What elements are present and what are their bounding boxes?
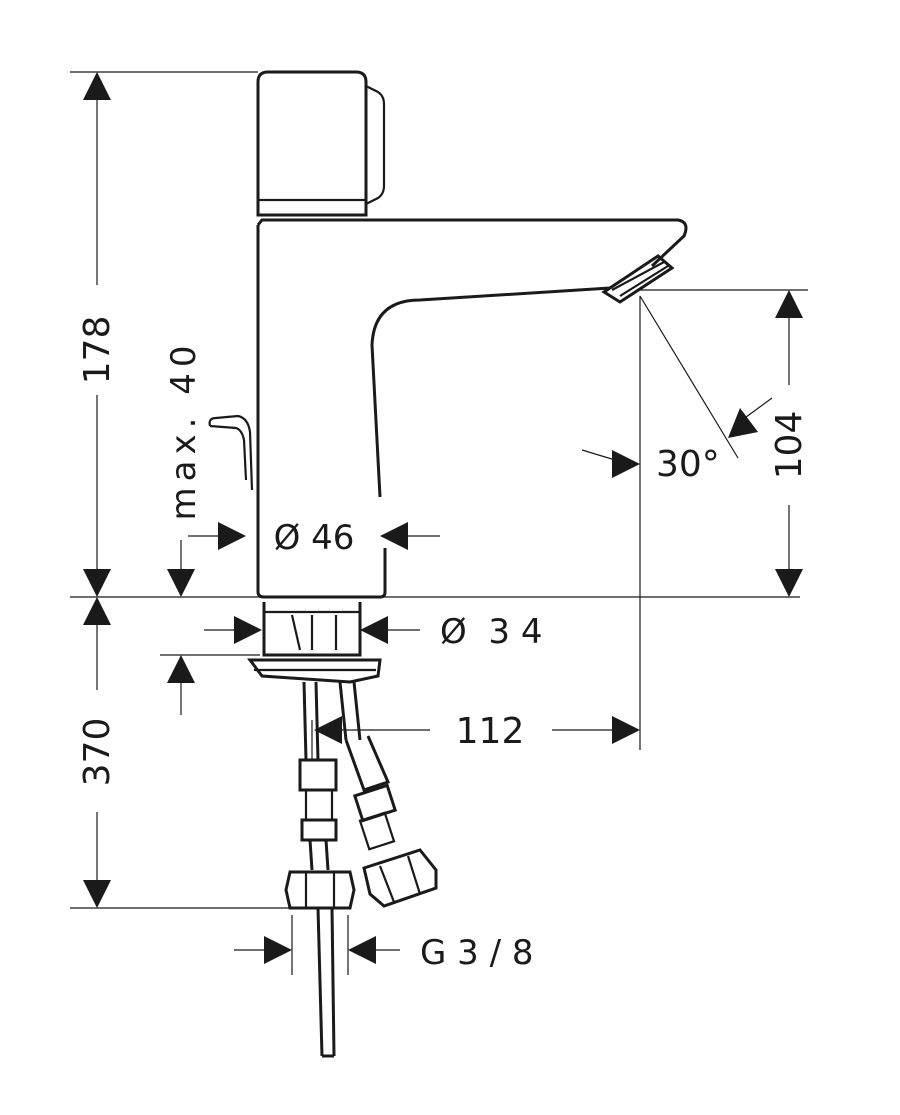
label-diameter-34: Ø 3 4 — [440, 612, 542, 652]
label-max-40: max. 40 — [164, 340, 204, 521]
arrow-112-right — [612, 716, 640, 744]
arrow-g38-right — [348, 936, 376, 964]
arrow-30-left — [612, 450, 640, 478]
faucet-outline — [208, 70, 688, 599]
arrow-d34-right — [360, 616, 388, 644]
label-104: 104 — [769, 411, 810, 480]
arrow-370-bottom — [83, 880, 111, 908]
label-30-degrees: 30° — [656, 444, 720, 485]
label-370: 370 — [77, 718, 118, 787]
arrow-104-top — [775, 290, 803, 318]
label-g-3-8: G 3 / 8 — [420, 933, 534, 973]
arrow-30-right — [728, 408, 758, 438]
arrow-104-bottom — [775, 569, 803, 597]
arrow-178-bottom — [83, 569, 111, 597]
label-178: 178 — [77, 316, 118, 385]
dimension-lines — [70, 71, 808, 975]
label-diameter-46: Ø 46 — [274, 518, 355, 558]
arrow-d46-right — [380, 522, 408, 550]
arrow-g38-left — [264, 936, 292, 964]
mounting-assembly — [247, 602, 382, 684]
supply-hoses — [284, 681, 438, 1058]
arrow-d34-left — [234, 616, 262, 644]
arrow-max40-bottom — [167, 655, 195, 683]
arrow-max40-top — [167, 569, 195, 597]
label-112: 112 — [456, 711, 525, 752]
arrow-112-left — [314, 716, 342, 744]
arrow-370-top — [83, 597, 111, 625]
arrow-178-top — [83, 72, 111, 100]
arrowheads — [83, 72, 803, 964]
dimension-labels: 178 370 max. 40 104 Ø 46 Ø 3 4 112 30° G… — [77, 316, 810, 973]
arrow-d46-left — [218, 522, 246, 550]
